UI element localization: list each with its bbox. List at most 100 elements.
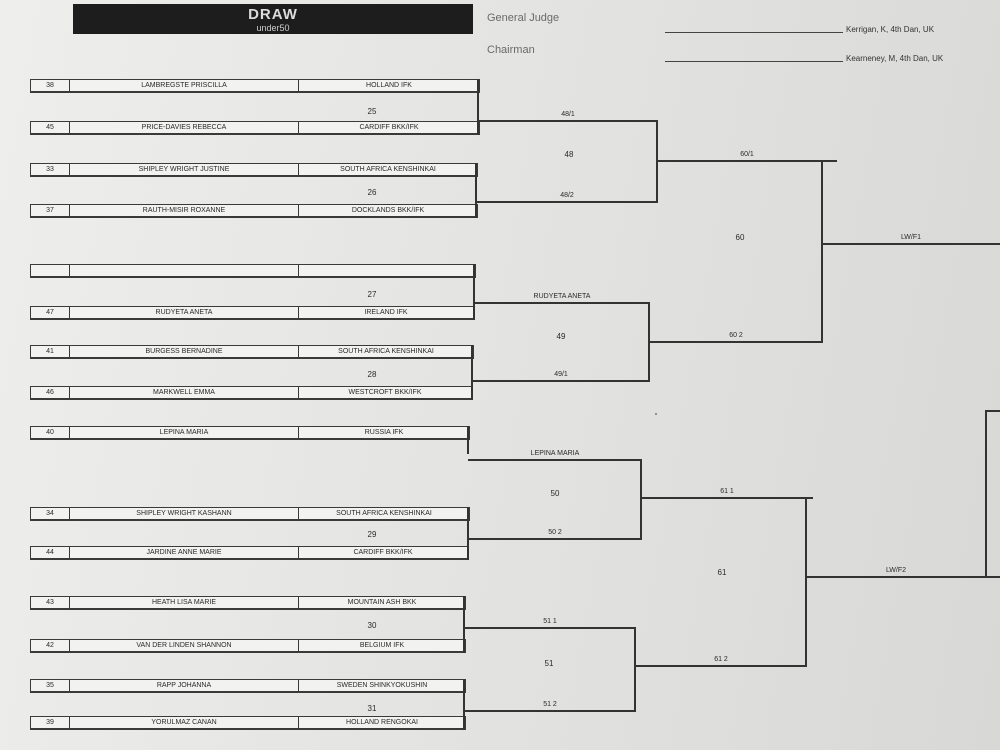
- entry-row: 46 MARKWELL EMMA WESTCROFT BKK/IFK: [30, 386, 472, 400]
- entry-number: 44: [31, 547, 70, 558]
- slot-label: 60 2: [729, 332, 743, 339]
- entry-name: VAN DER LINDEN SHANNON: [70, 640, 299, 651]
- bracket-connector: [821, 160, 823, 343]
- bracket-connector: [473, 264, 475, 320]
- entry-club: MOUNTAIN ASH BKK: [347, 599, 417, 606]
- bracket-connector: [463, 679, 465, 730]
- match-number: 27: [367, 290, 377, 299]
- slot-label: 51 1: [543, 618, 557, 625]
- entry-number: 46: [31, 387, 70, 398]
- entry-number: 43: [31, 597, 70, 608]
- slot-label: 51 2: [543, 701, 557, 708]
- entry-row: 37 RAUTH-MISIR ROXANNE DOCKLANDS BKK/IFK: [30, 204, 478, 218]
- bracket-connector: [463, 596, 465, 653]
- entry-club: HOLLAND IFK: [366, 82, 412, 89]
- slot-label: 61 2: [714, 656, 728, 663]
- slot-label: 48/2: [560, 192, 574, 199]
- entry-number: 47: [31, 307, 70, 318]
- entry-number: 39: [31, 717, 70, 728]
- bracket-connector: [985, 410, 987, 578]
- entry-name: PRICE-DAVIES REBECCA: [70, 122, 299, 133]
- slot-label: LEPINA MARIA: [530, 450, 580, 457]
- entry-club: [299, 265, 475, 276]
- match-number: 48: [564, 150, 574, 159]
- entry-row: 33 SHIPLEY WRIGHT JUSTINE SOUTH AFRICA K…: [30, 163, 478, 177]
- entry-number: 37: [31, 205, 70, 216]
- bracket-connector: [985, 410, 1000, 412]
- entry-name: LEPINA MARIA: [70, 427, 299, 438]
- entry-name: SHIPLEY WRIGHT JUSTINE: [70, 164, 299, 175]
- paper-mark: [655, 413, 657, 415]
- slot-label: RUDYETA ANETA: [533, 293, 591, 300]
- entry-number: [31, 265, 70, 276]
- entry-row-empty: [30, 264, 476, 278]
- entry-number: 33: [31, 164, 70, 175]
- entry-name: YORULMAZ CANAN: [70, 717, 299, 728]
- slot-line: [478, 120, 658, 122]
- entry-row: 35 RAPP JOHANNA SWEDEN SHINKYOKUSHIN: [30, 679, 466, 693]
- entry-number: 38: [31, 80, 70, 91]
- slot-label: 61 1: [720, 488, 734, 495]
- general-judge-value: Kerrigan, K, 4th Dan, UK: [846, 25, 935, 34]
- entry-row: 40 LEPINA MARIA RUSSIA IFK: [30, 426, 470, 440]
- match-number: 31: [367, 704, 377, 713]
- bracket-connector: [477, 79, 479, 135]
- entry-number: 45: [31, 122, 70, 133]
- slot-line: [641, 497, 813, 499]
- bracket-connector: [467, 507, 469, 560]
- entry-club: SOUTH AFRICA KENSHINKAI: [336, 510, 432, 517]
- entry-number: 35: [31, 680, 70, 691]
- entry-row: 47 RUDYETA ANETA IRELAND IFK: [30, 306, 474, 320]
- slot-line: [474, 302, 650, 304]
- entry-row: 44 JARDINE ANNE MARIE CARDIFF BKK/IFK: [30, 546, 468, 560]
- slot-label: LW/F1: [900, 234, 922, 241]
- chairman-value: Kearneney, M, 4th Dan, UK: [846, 54, 944, 63]
- slot-line: [472, 380, 650, 382]
- match-number: 61: [717, 568, 727, 577]
- entry-name: BURGESS BERNADINE: [70, 346, 299, 357]
- entry-name: MARKWELL EMMA: [70, 387, 299, 398]
- entry-name: RUDYETA ANETA: [70, 307, 299, 318]
- match-number: 26: [367, 188, 377, 197]
- match-number: 51: [544, 659, 554, 668]
- slot-line: [476, 201, 658, 203]
- entry-row: 42 VAN DER LINDEN SHANNON BELGIUM IFK: [30, 639, 466, 653]
- slot-label: LW/F2: [885, 567, 907, 574]
- general-judge-line: [665, 32, 843, 33]
- bracket-connector: [805, 497, 807, 667]
- chairman-label: Chairman: [487, 44, 535, 56]
- entry-name: LAMBREGSTE PRISCILLA: [70, 80, 299, 91]
- entry-row: 38 LAMBREGSTE PRISCILLA HOLLAND IFK: [30, 79, 480, 93]
- slot-label: 48/1: [561, 111, 575, 118]
- entry-club: HOLLAND RENGOKAI: [346, 719, 418, 726]
- entry-club: CARDIFF BKK/IFK: [359, 124, 419, 131]
- entry-club: RUSSIA IFK: [364, 429, 404, 436]
- entry-club: SOUTH AFRICA KENSHINKAI: [340, 166, 436, 173]
- entry-number: 40: [31, 427, 70, 438]
- entry-row: 34 SHIPLEY WRIGHT KASHANN SOUTH AFRICA K…: [30, 507, 470, 521]
- chairman-line: [665, 61, 843, 62]
- slot-line: [806, 576, 1000, 578]
- bracket-connector: [634, 627, 636, 712]
- entry-row: 45 PRICE-DAVIES REBECCA CARDIFF BKK/IFK: [30, 121, 480, 135]
- match-number: 60: [735, 233, 745, 242]
- slot-label: 60/1: [740, 151, 754, 158]
- entry-club: SOUTH AFRICA KENSHINKAI: [338, 348, 434, 355]
- entry-name: RAUTH-MISIR ROXANNE: [70, 205, 299, 216]
- entry-name: [70, 265, 299, 276]
- draw-subtitle: under50: [256, 23, 290, 33]
- draw-title: DRAW: [248, 6, 298, 23]
- slot-label: 49/1: [554, 371, 568, 378]
- bracket-connector: [475, 163, 477, 218]
- entry-number: 41: [31, 346, 70, 357]
- match-number: 50: [550, 489, 560, 498]
- entry-club: DOCKLANDS BKK/IFK: [351, 207, 425, 214]
- slot-line: [657, 160, 837, 162]
- bracket-connector: [471, 345, 473, 400]
- slot-line: [464, 710, 636, 712]
- entry-name: HEATH LISA MARIE: [70, 597, 299, 608]
- slot-line: [464, 627, 636, 629]
- bracket-connector: [640, 459, 642, 540]
- entry-number: 34: [31, 508, 70, 519]
